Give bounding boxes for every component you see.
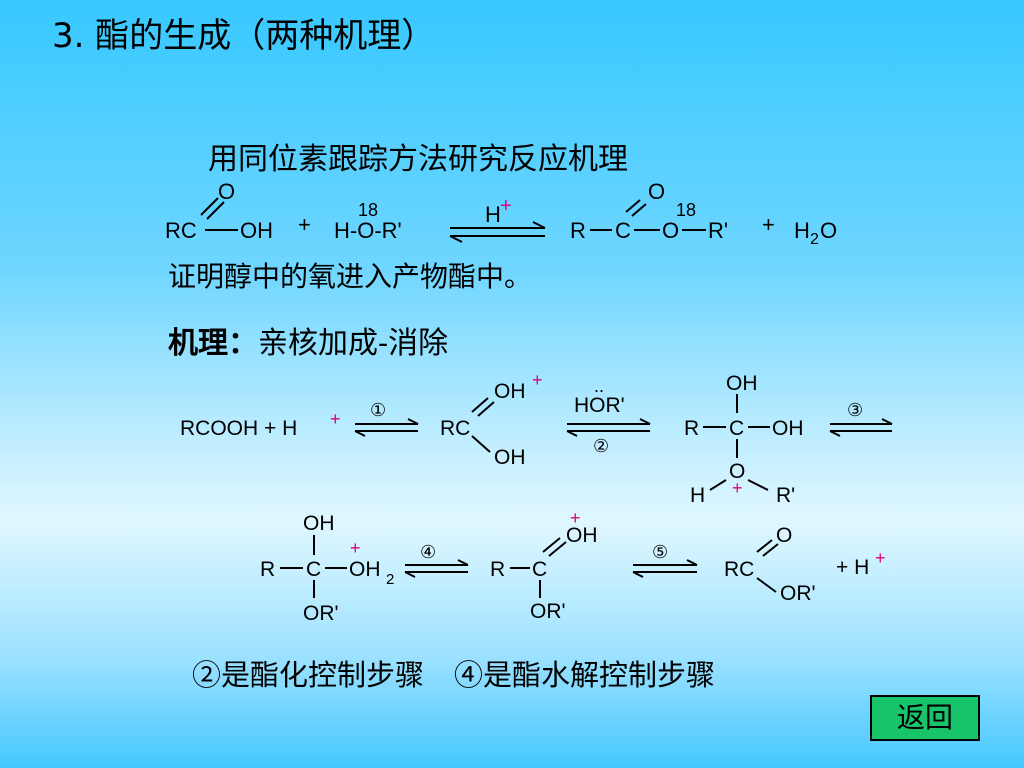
eq-water-o: O [820,218,837,243]
ti1-c: C [729,417,744,440]
mechanism-row-2: OH R C + OH 2 OR' ④ R C + OH OR' ⑤ RC [260,508,886,625]
mech-step-4: ④ [420,542,436,562]
eq-plus-1: + [298,212,311,237]
ti2-charge: + [350,538,361,558]
subtitle: 用同位素跟踪方法研究反应机理 [208,142,628,177]
mech-oh-top: OH [494,380,526,403]
hydrolysis-step: ④是酯水解控制步骤 [454,658,716,692]
eq-water-h: H [794,218,810,243]
eq-catalyst: H [485,202,501,227]
mech-oh-bottom: OH [494,446,526,469]
pe-double-b [548,541,567,557]
arrow1-back-head [354,430,366,437]
eq-arrow-back-head [449,235,463,243]
pe-r: R [490,558,505,581]
ti1-r-prime: R' [776,484,795,507]
mech-double-b [477,401,495,417]
pe-oh: OH [566,524,598,547]
eq-isotope-2: 18 [676,200,696,220]
ti1-o: O [729,460,745,483]
back-button[interactable]: 返回 [870,695,980,741]
arrow2-back-head [566,430,578,437]
arrow5-back-head [632,571,644,578]
arrow4-back-head [404,571,416,578]
esterification-step: ②是酯化控制步骤 [192,658,425,692]
ti1-h: H [690,484,705,507]
ti1-charge: + [732,478,743,498]
mech-step-5: ⑤ [652,542,668,562]
pe-c: C [532,558,547,581]
arrow3-fwd-head [881,418,893,425]
page-title: 3. 酯的生成（两种机理） [52,16,436,56]
ti2-or: OR' [303,602,339,625]
es-double-a [756,539,773,553]
eq-product-c: C [615,218,631,243]
mech-step-3: ③ [847,400,863,420]
ti1-bond-h [709,479,727,491]
eq-plus-2: + [762,212,775,237]
ti2-r: R [260,558,275,581]
eq-product-r2: R' [708,218,728,243]
eq-alcohol: H-O-R' [334,218,402,243]
mechanism-heading: 机理：亲核加成-消除 [168,318,448,362]
arrow3-back-head [829,430,841,437]
es-double-b [762,543,779,557]
ti1-r: R [684,417,699,440]
es-single [756,577,777,593]
eq-product-double-2 [631,203,647,217]
proof-text: 证明醇中的氧进入产物酯中。 [168,260,533,293]
mechanism-label: 机理： [168,326,258,361]
mech-oh-charge: + [532,370,543,390]
mech-step-1: ① [370,400,386,420]
es-or: OR' [780,582,816,605]
mechanism-text: 亲核加成-消除 [258,326,449,361]
ti2-oh2-sub: 2 [386,571,394,588]
eq-product-double-1 [625,199,641,213]
isotope-equation: RC O OH + 18 H-O-R' H + R C O 18 O R' + … [165,179,837,248]
ti2-c: C [306,558,321,581]
eq-reactant1: RC [165,218,197,243]
es-final-charge: + [875,548,886,568]
mech-hor: HOR' [574,394,625,417]
mech-double-a [471,397,489,413]
eq-catalyst-charge: + [500,195,512,217]
es-rc: RC [724,558,754,581]
arrow1-fwd-head [407,418,419,425]
mech-rc-1: RC [440,417,470,440]
ti1-bond-rp [747,479,769,491]
arrow4-fwd-head [457,559,469,566]
pe-or: OR' [530,600,566,623]
eq-double-bond-2 [206,201,225,220]
eq-product-carbonyl-o: O [648,179,665,204]
es-final-h: + H [836,556,869,579]
es-o-top: O [776,524,792,547]
mech-step-2: ② [593,436,609,456]
mech-single-oh [471,435,491,453]
mech-h-charge: + [330,409,341,429]
mech-lone-pair: .. [594,376,604,396]
eq-carbonyl-o: O [218,179,235,204]
eq-oh: OH [240,218,273,243]
mech-start: RCOOH + H [180,417,297,440]
arrow2-fwd-head [639,418,651,425]
ti1-oh-top: OH [726,372,758,395]
eq-double-bond-1 [200,197,219,216]
eq-arrow-forward-head [532,221,546,229]
ti2-oh2: OH [349,558,381,581]
ti1-oh-right: OH [772,417,804,440]
eq-water-sub: 2 [810,231,819,248]
ti2-oh-top: OH [303,512,335,535]
mechanism-row-1: RCOOH + H + ① RC OH + OH .. HOR' ② OH R … [180,370,893,507]
arrow5-fwd-head [686,559,698,566]
pe-charge: + [570,508,581,528]
rate-determining-steps: ②是酯化控制步骤 ④是酯水解控制步骤 [192,652,745,694]
eq-product-o: O [662,218,679,243]
eq-product-r: R [570,218,586,243]
eq-isotope-1: 18 [358,200,378,220]
pe-double-a [542,537,561,553]
